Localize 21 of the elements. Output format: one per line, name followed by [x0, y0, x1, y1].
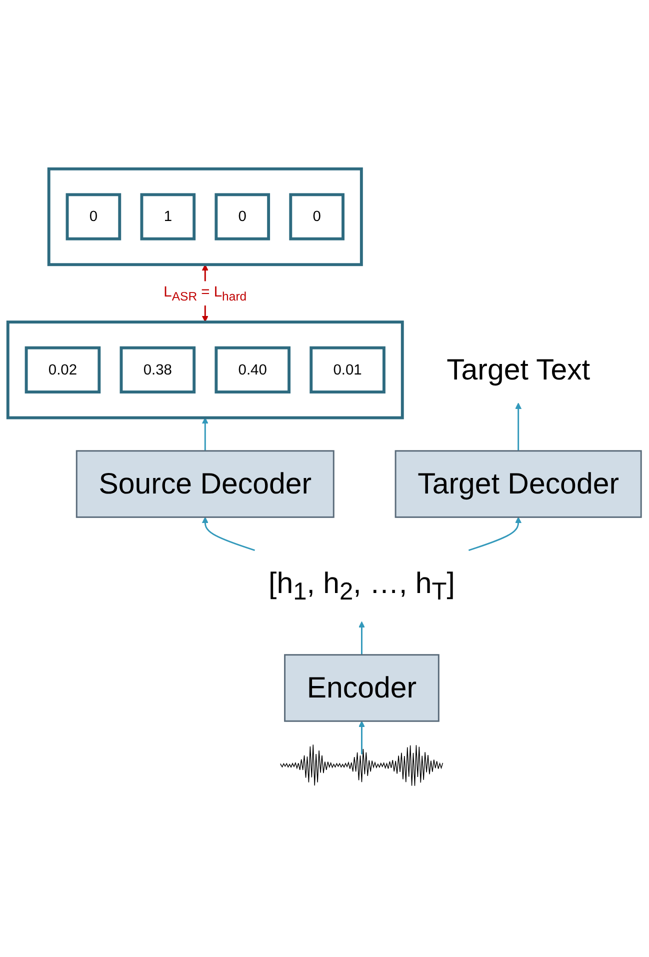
- arrow: [202, 517, 255, 552]
- arrow: [515, 403, 522, 452]
- process-box: Source Decoder: [76, 450, 334, 518]
- arrow: [358, 721, 365, 755]
- diagram: L$_{ASR}$ = L$_{hard}$ 0.02 0.38 0.40 0.01 0 1 0 0 Target Text Source Decoder Target Decoder [h$_{1}$, h$_{2}$, …, h$_{T}$] Encoder: [2, 163, 647, 794]
- process-box: Target Decoder: [394, 450, 642, 518]
- arrow: [358, 622, 365, 656]
- waveform-drawing: [280, 744, 444, 787]
- vector-cell: 0: [66, 194, 122, 241]
- text-label: Target Text: [446, 354, 590, 386]
- vector-cell: 0.02: [24, 346, 101, 394]
- vector-cell: 0: [214, 194, 270, 241]
- vector-cell: 0.01: [310, 346, 386, 394]
- vector-cell: 0.38: [120, 346, 196, 394]
- vector-cell: 0.40: [214, 346, 290, 394]
- process-box: Encoder: [284, 654, 440, 722]
- vector-cell: 0: [289, 194, 344, 241]
- vector-cell: 1: [140, 194, 196, 241]
- text-label: [h$_{1}$, h$_{2}$, …, h$_{T}$]: [268, 568, 455, 606]
- arrow: [202, 418, 208, 452]
- arrow: [468, 517, 522, 552]
